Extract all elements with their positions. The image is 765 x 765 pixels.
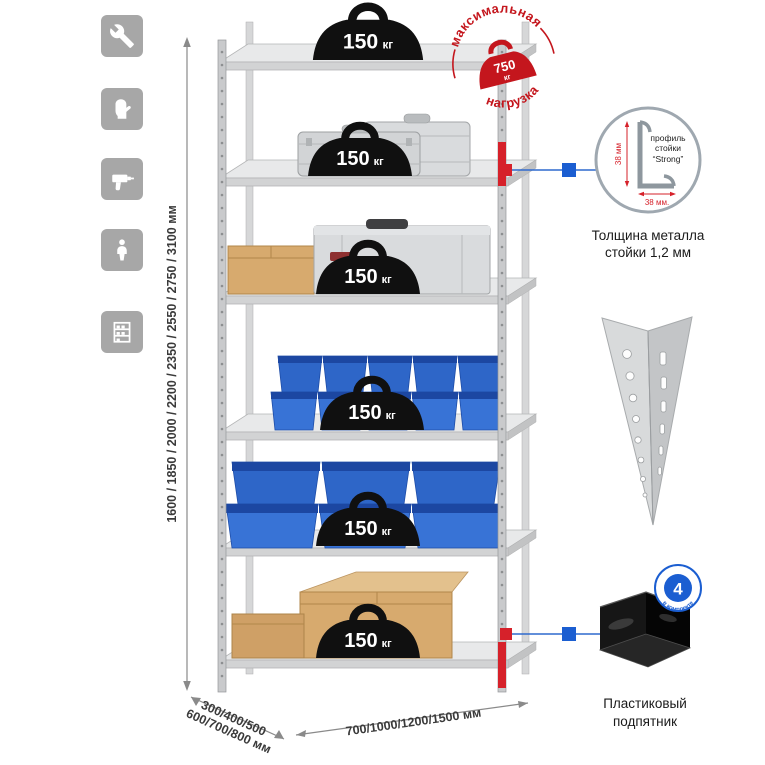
feature-tile-shelving <box>101 311 143 353</box>
plastic-foot-photo: 4 в комплекте Пластиковый подпятник <box>598 564 702 729</box>
badge-count: 4 <box>673 580 683 599</box>
drill-icon <box>112 174 134 191</box>
feature-tile-gloves <box>101 88 143 130</box>
height-dimension: 1600 / 1850 / 2000 / 2200 / 2350 / 2550 … <box>165 37 191 691</box>
profile-caption-line2: стойки 1,2 мм <box>605 245 691 260</box>
height-dimension-label: 1600 / 1850 / 2000 / 2200 / 2350 / 2550 … <box>165 205 179 522</box>
depth-dimension: 300/400/500 600/700/800 мм <box>184 696 285 756</box>
red-marker-square <box>500 164 512 176</box>
profile-label-2: стойки <box>655 143 681 153</box>
blue-marker-square <box>562 163 576 177</box>
foot-caption-line2: подпятник <box>613 714 677 729</box>
foot-caption-line1: Пластиковый <box>603 696 687 711</box>
feature-tile-assembly <box>101 229 143 271</box>
width-dimension-label: 700/1000/1200/1500 мм <box>345 706 482 739</box>
stamp-load-unit: кг <box>503 72 512 82</box>
upright-post-photo <box>601 316 693 526</box>
wrench-icon <box>110 24 134 48</box>
highlighted-post-segment-bottom <box>498 642 506 688</box>
profile-label-3: “Strong” <box>653 154 684 164</box>
red-marker-square <box>500 628 512 640</box>
width-dimension: 700/1000/1200/1500 мм <box>295 701 529 739</box>
profile-callout-markers <box>500 163 597 177</box>
feature-tile-drill <box>101 158 143 200</box>
foot-callout-markers <box>500 627 602 641</box>
profile-caption-line1: Толщина металла <box>592 228 705 243</box>
profile-vertical-dim: 38 мм <box>614 143 623 165</box>
shelving-icon <box>113 321 131 343</box>
blue-marker-square <box>562 627 576 641</box>
profile-horizontal-dim: 38 мм. <box>645 198 669 207</box>
person-icon <box>117 239 127 261</box>
feature-tile-tools <box>101 15 143 57</box>
glove-icon <box>115 99 131 119</box>
included-count-badge: 4 в комплекте <box>654 564 702 613</box>
stamp-load-value: 750 <box>492 57 517 77</box>
profile-label-1: профиль <box>650 133 686 143</box>
post-profile-detail: 38 мм 38 мм. профиль стойки “Strong” Тол… <box>592 106 705 260</box>
